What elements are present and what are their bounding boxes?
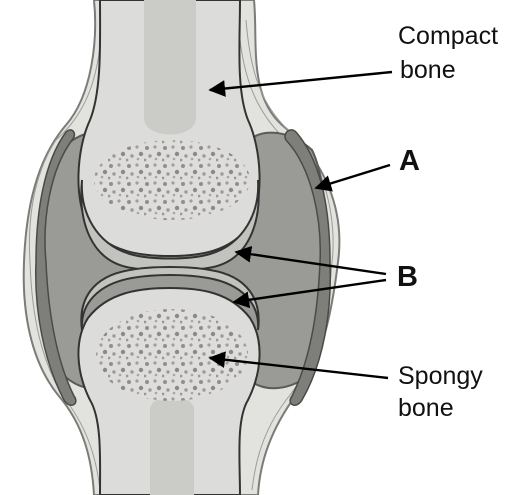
upper-spongy-bone <box>94 140 250 220</box>
lower-spongy-bone <box>96 309 248 401</box>
lower-bone <box>78 267 259 495</box>
label-a: A <box>399 145 420 177</box>
label-b: B <box>397 261 418 293</box>
label-compact-bone-line2: bone <box>400 56 456 84</box>
label-spongy-bone-line2: bone <box>398 394 454 422</box>
upper-bone <box>78 0 259 271</box>
upper-marrow-canal <box>144 0 196 135</box>
lower-marrow-canal <box>150 397 194 495</box>
a-arrow <box>316 165 390 188</box>
label-spongy-bone-line1: Spongy <box>398 362 483 390</box>
label-compact-bone-line1: Compact <box>398 22 498 50</box>
